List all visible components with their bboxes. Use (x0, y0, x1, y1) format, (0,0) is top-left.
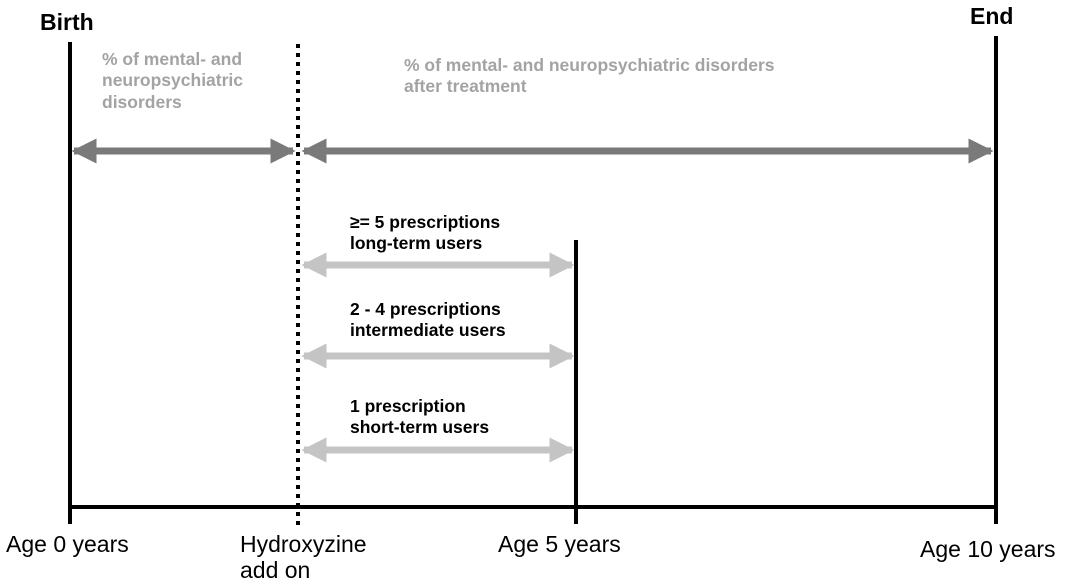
hydroxyzine-label: Hydroxyzine add on (240, 531, 367, 584)
age0-label: Age 0 years (6, 531, 129, 557)
long-term-label: ≥= 5 prescriptions long-term users (350, 212, 501, 254)
pre-treatment-label: % of mental- and neuropsychiatric disord… (102, 49, 244, 112)
post-treatment-label: % of mental- and neuropsychiatric disord… (404, 55, 775, 97)
age10-label: Age 10 years (920, 536, 1056, 562)
end-label: End (970, 3, 1014, 29)
age5-label: Age 5 years (498, 531, 621, 557)
birth-label: Birth (40, 9, 94, 35)
intermediate-label: 2 - 4 prescriptions intermediate users (350, 299, 506, 341)
short-term-label: 1 prescription short-term users (350, 396, 490, 438)
